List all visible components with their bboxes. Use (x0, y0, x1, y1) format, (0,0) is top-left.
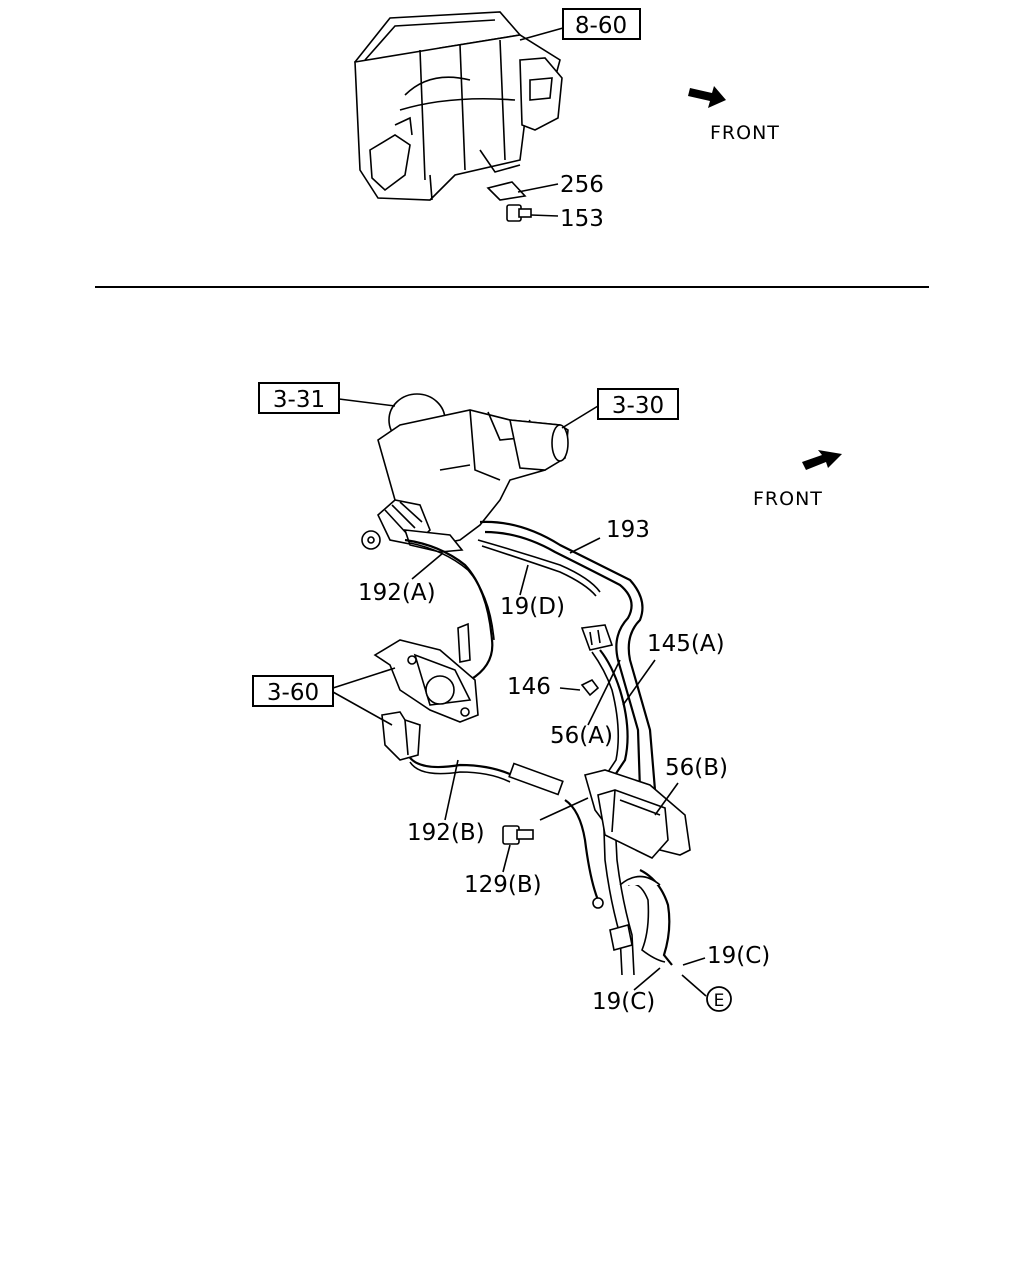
ref-box-8-60: 8-60 (519, 8, 641, 41)
ref-box-3-60-label: 3-60 (267, 680, 319, 706)
callout-256: 256 (560, 172, 604, 198)
ref-box-3-30: 3-30 (561, 388, 679, 429)
nut-146 (580, 678, 600, 697)
callout-56a: 56(A) (550, 723, 613, 749)
abs-unit-illustration (584, 769, 691, 952)
front-label-top: FRONT (710, 122, 780, 144)
callout-192b: 192(B) (407, 820, 485, 846)
bracket-256 (486, 181, 527, 201)
circle-e-marker: E (706, 986, 732, 1012)
front-arrow-icon (688, 86, 726, 108)
callout-153: 153 (560, 206, 604, 232)
callout-19c-bottom: 19(C) (592, 989, 655, 1015)
heater-unit-illustration (354, 11, 563, 222)
circle-e-label: E (714, 991, 725, 1011)
callout-56b: 56(B) (665, 755, 728, 781)
ref-box-3-31: 3-31 (258, 382, 396, 414)
front-label-bottom: FRONT (753, 488, 823, 510)
ref-box-3-31-label: 3-31 (273, 387, 325, 413)
callout-19d: 19(D) (500, 594, 565, 620)
ref-box-3-30-label: 3-30 (612, 393, 664, 419)
junction-block (580, 624, 614, 697)
front-arrow-icon-bottom (802, 450, 842, 470)
callout-19c-right: 19(C) (707, 943, 770, 969)
valve-bracket-illustration (373, 622, 479, 761)
ref-box-8-60-label: 8-60 (575, 13, 627, 39)
bolt-129b (502, 825, 534, 845)
callout-193: 193 (606, 517, 650, 543)
callout-146: 146 (507, 674, 551, 700)
ref-box-3-60: 3-60 (252, 667, 396, 726)
callout-145a: 145(A) (647, 631, 725, 657)
master-cylinder-illustration (361, 393, 569, 553)
callout-192a: 192(A) (358, 580, 436, 606)
callout-129b: 129(B) (464, 872, 542, 898)
bolt-153 (506, 204, 532, 222)
brake-pipes (404, 520, 673, 976)
